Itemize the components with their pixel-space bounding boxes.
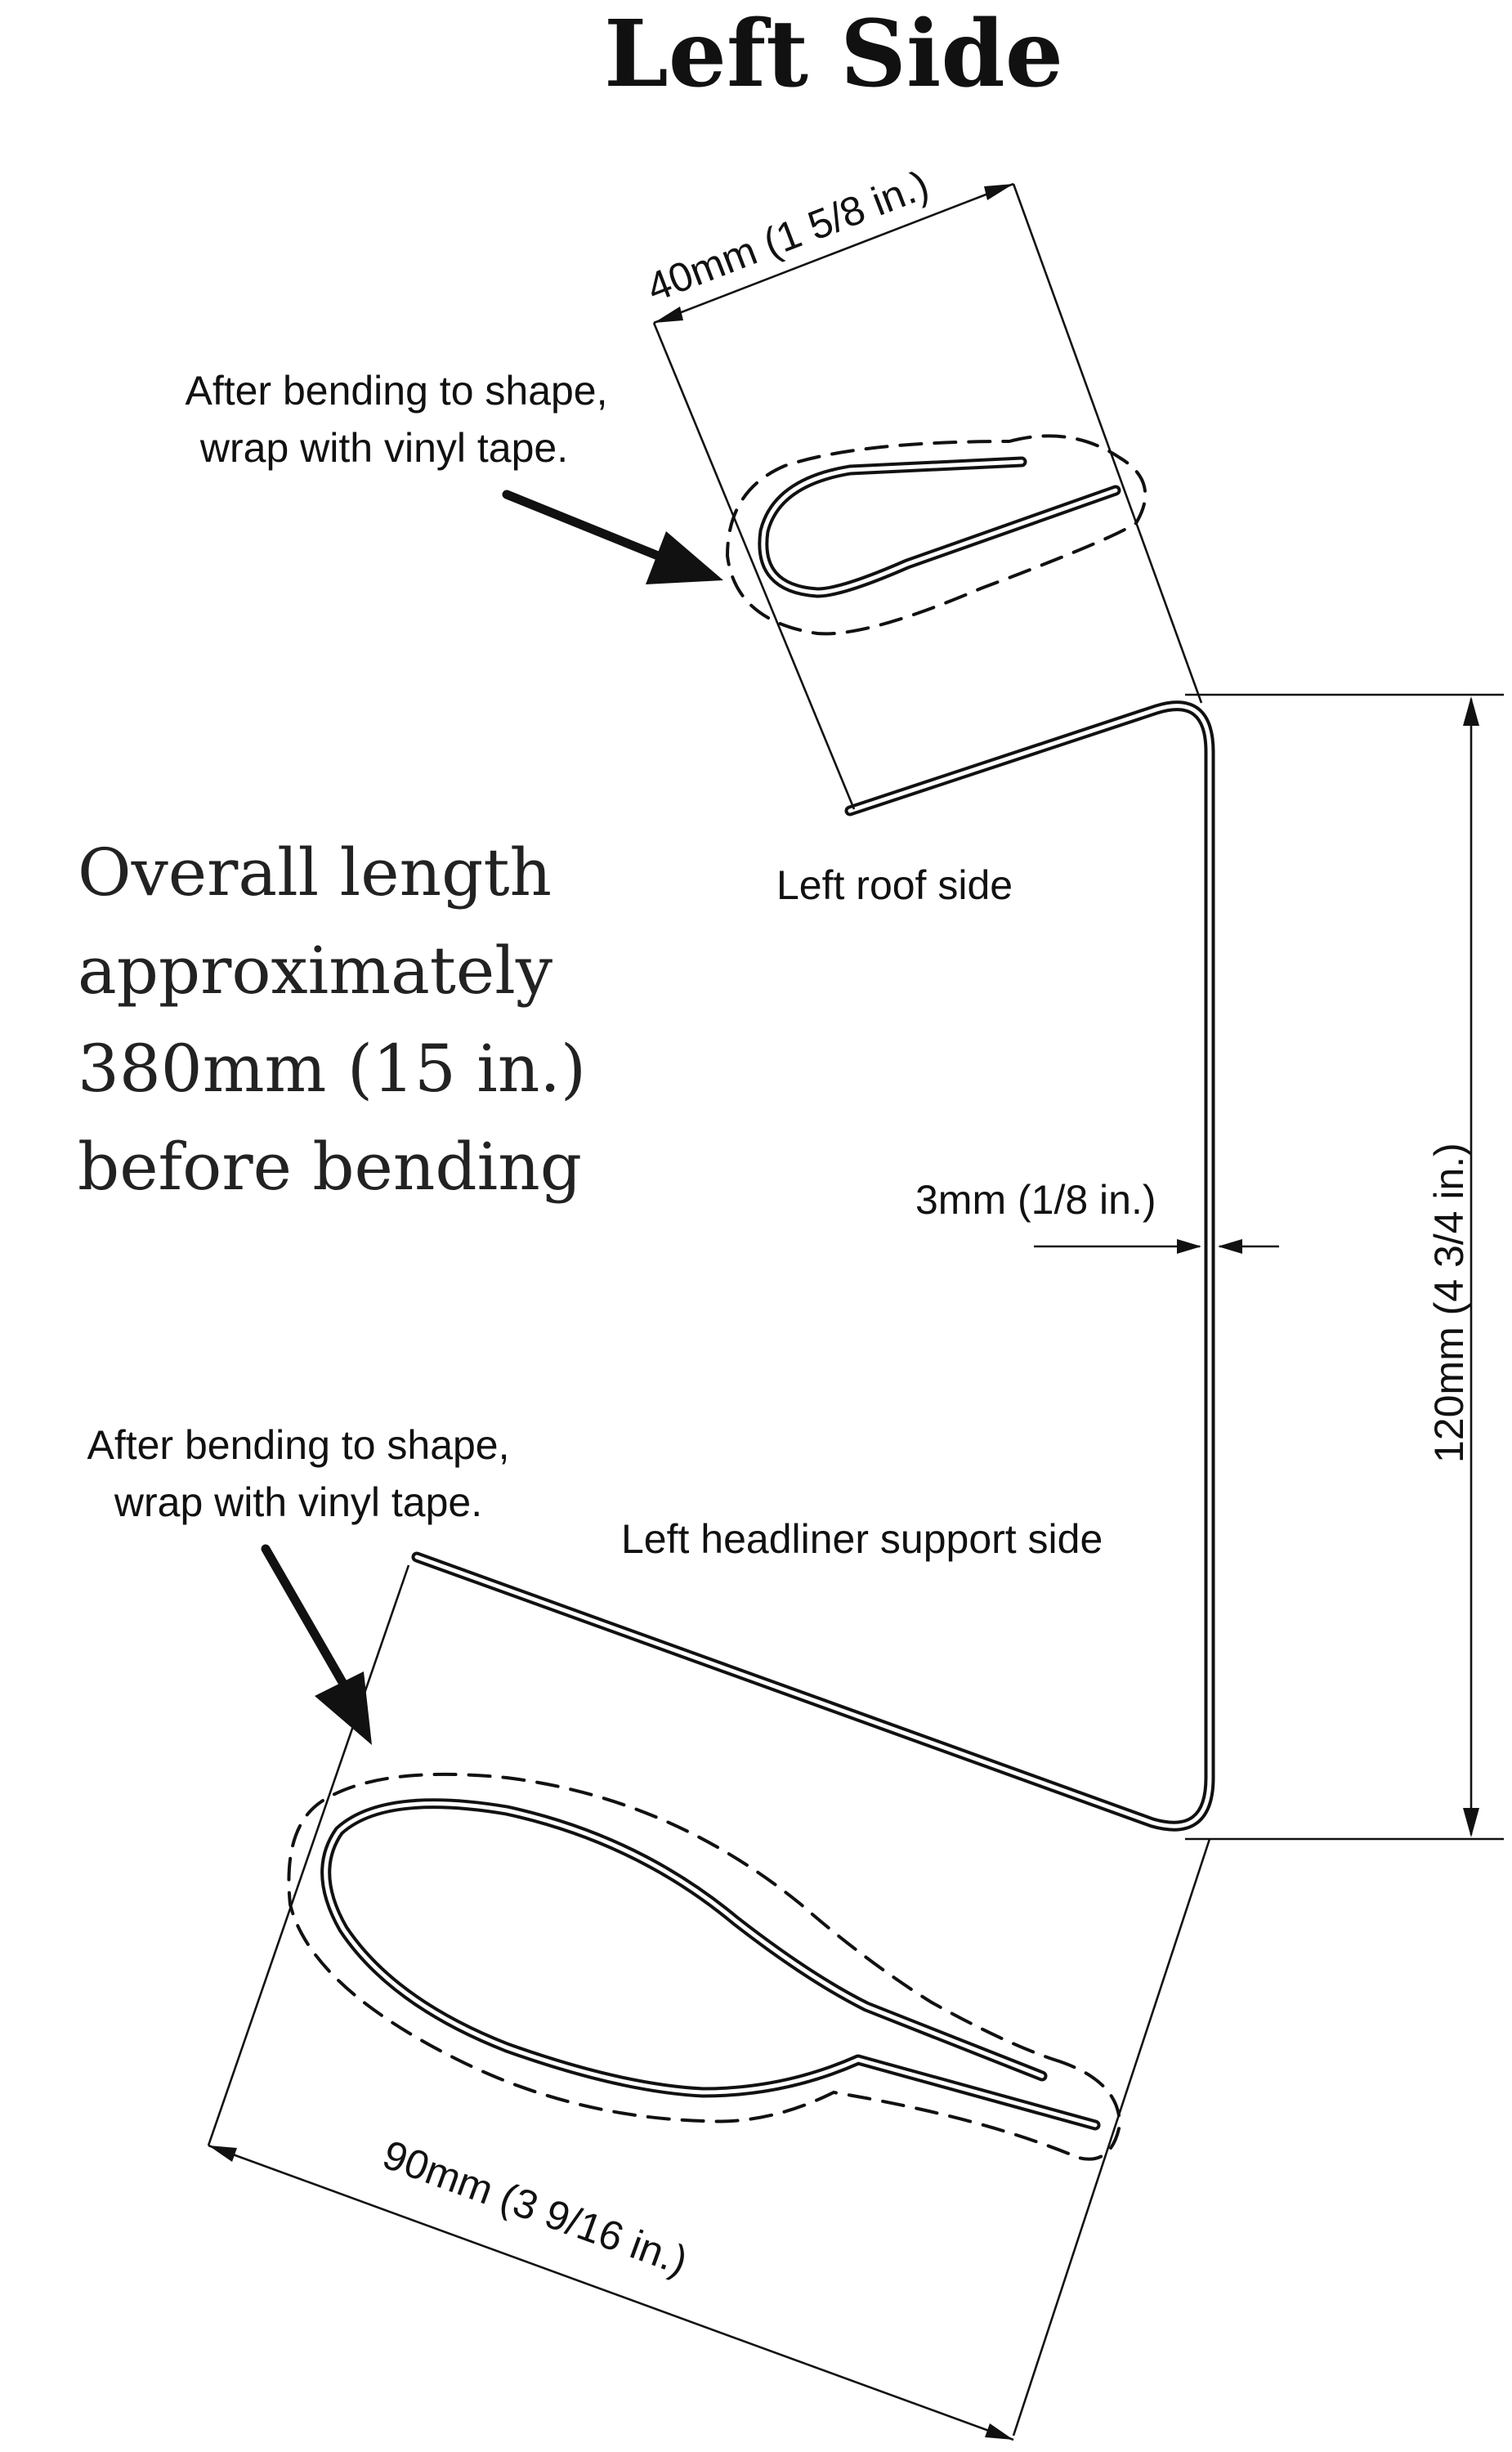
overall-length-line-3: 380mm (15 in.) (78, 1031, 586, 1107)
top-width-dimension: 40mm (1 5/8 in.) (641, 162, 1203, 810)
height-label: 120mm (4 3/4 in.) (1426, 1143, 1472, 1463)
thickness-dimension: 3mm (1/8 in.) (915, 1177, 1279, 1254)
bottom-arrow-shaft (261, 1544, 348, 1689)
top-width-label: 40mm (1 5/8 in.) (641, 162, 935, 311)
bottom-tape-outline (287, 1772, 1122, 2161)
main-wire (411, 700, 1215, 1832)
thickness-label: 3mm (1/8 in.) (915, 1177, 1156, 1223)
top-arrow-head (646, 531, 723, 584)
top-tape-note: After bending to shape, wrap with vinyl … (185, 368, 723, 584)
top-tape-outline (725, 434, 1147, 636)
headliner-side-label: Left headliner support side (621, 1516, 1103, 1562)
bottom-arrow-head (315, 1671, 372, 1745)
bottom-tape-note-line-1: After bending to shape, (87, 1422, 509, 1468)
bottom-tape-note: After bending to shape, wrap with vinyl … (87, 1422, 510, 1745)
overall-length-note: Overall length approximately 380mm (15 i… (78, 834, 586, 1205)
overall-length-line-1: Overall length (78, 834, 552, 911)
roof-side-label: Left roof side (776, 862, 1013, 908)
height-dimension: 120mm (4 3/4 in.) (1185, 693, 1504, 1841)
overall-length-line-2: approximately (78, 933, 552, 1009)
top-hook-wire (758, 456, 1121, 598)
top-tape-note-line-2: wrap with vinyl tape. (199, 425, 568, 471)
bottom-loop (287, 1772, 1122, 2161)
bottom-loop-wire (320, 1798, 1101, 2131)
top-arrow-shaft (502, 490, 667, 562)
bottom-width-label: 90mm (3 9/16 in.) (377, 2132, 693, 2284)
top-hook (725, 434, 1147, 636)
bottom-tape-note-line-2: wrap with vinyl tape. (114, 1479, 482, 1525)
top-tape-note-line-1: After bending to shape, (185, 368, 607, 414)
page-title: Left Side (604, 1, 1063, 108)
overall-length-line-4: before bending (78, 1129, 582, 1205)
